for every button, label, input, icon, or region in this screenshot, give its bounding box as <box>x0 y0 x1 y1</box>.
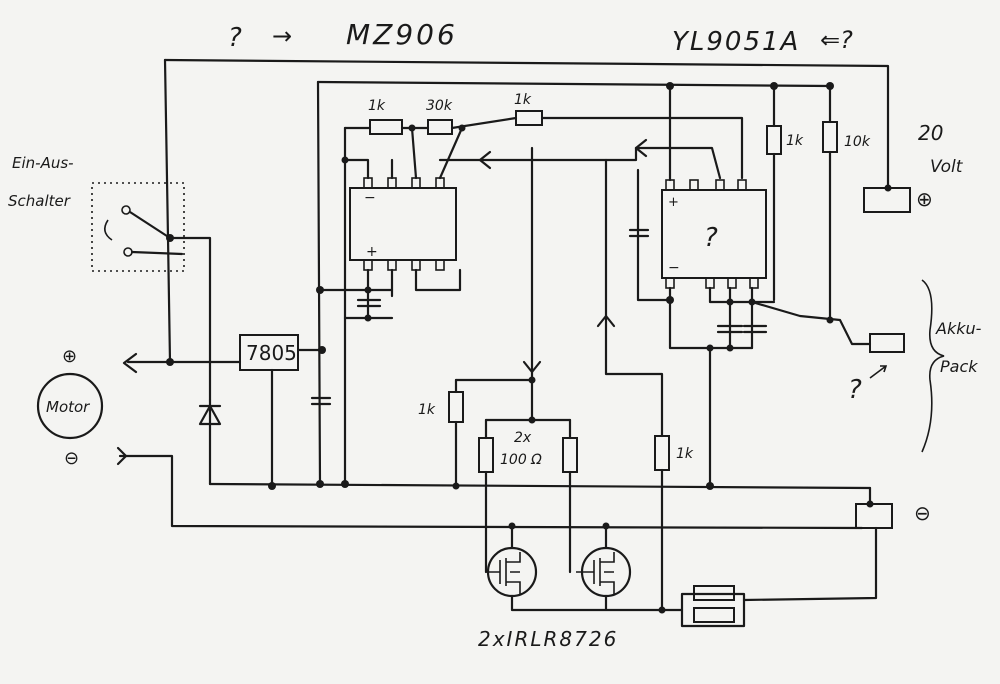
battery-plus-symbol: ⊕ <box>916 187 933 211</box>
akku-wire <box>750 300 872 346</box>
resistor-1k-e-label: 1k <box>676 446 694 462</box>
header-chip-left: MZ906 <box>346 18 458 51</box>
right-ic-question: ? <box>704 223 718 253</box>
feedback-wire <box>438 146 722 180</box>
akku-label-2: Pack <box>940 357 978 376</box>
motor-minus-wire <box>118 454 864 530</box>
left-ic-capacitor <box>356 298 382 308</box>
header-chip-right: YL9051A <box>672 27 800 57</box>
header-question-right: ⇐? <box>820 26 853 54</box>
switch-arrow-icon <box>104 219 113 241</box>
switch-contact-b <box>123 247 133 257</box>
resistor-1k-e <box>654 435 670 471</box>
resistor-1k-a <box>369 119 403 135</box>
resistor-100-a <box>478 437 494 473</box>
resistor-pair-label-2: 100 Ω <box>500 452 542 468</box>
switch-label-1: Ein-Aus- <box>12 154 74 172</box>
vcc-vertical-wire <box>316 80 322 486</box>
resistor-1k-d <box>448 391 464 423</box>
right-ic-cap-c <box>742 324 768 334</box>
akku-question: ? <box>848 375 862 405</box>
resistor-1k-a-label: 1k <box>368 98 386 114</box>
switch-down-wire <box>166 236 172 364</box>
ground-rail-wire <box>208 482 872 490</box>
akku-terminal <box>869 333 905 353</box>
mosfet-label: 2xIRLR8726 <box>478 627 618 651</box>
left-ic-minus: − <box>364 190 376 206</box>
feedback-arrow2-icon <box>634 138 648 158</box>
resistor-pair-label-1: 2x <box>514 430 532 446</box>
header-question-left: ? <box>228 23 242 53</box>
akku-brace <box>921 279 945 453</box>
switch-lever[interactable] <box>128 210 212 402</box>
motor-minus-arrow-icon <box>116 446 128 466</box>
resistor-100-b <box>562 437 578 473</box>
diode-symbol <box>198 404 222 426</box>
gate-down-arrow-icon <box>522 360 542 374</box>
feedback-arrow-icon <box>478 150 492 170</box>
akku-label-1: Akku- <box>935 319 982 338</box>
right-ic-capacitor <box>628 228 650 238</box>
volt-unit: Volt <box>930 157 964 177</box>
resistor-1k-b <box>515 110 543 126</box>
battery-minus-symbol: ⊖ <box>914 501 931 525</box>
resistor-1k-b-label: 1k <box>514 92 532 108</box>
resistor-30k <box>427 119 453 135</box>
resistor-30k-label: 30k <box>426 98 453 114</box>
battery-plus-terminal <box>863 187 911 213</box>
resistor-10k <box>822 121 838 153</box>
volt-number: 20 <box>918 121 943 145</box>
switch-label-2: Schalter <box>8 192 71 210</box>
motor-circle <box>36 372 104 440</box>
resistor-1k-c <box>766 125 782 155</box>
regulator-capacitor <box>310 396 332 406</box>
regulator-7805 <box>239 334 299 371</box>
resistor-10k-label: 10k <box>844 134 871 150</box>
switch-wire <box>163 58 170 240</box>
header-arrow: → <box>272 22 292 50</box>
regulator-label: 7805 <box>246 341 297 365</box>
motor-plus-symbol: ⊕ <box>62 346 77 367</box>
resistor-1k-d-label: 1k <box>418 402 436 418</box>
right-ic-minus: − <box>668 260 680 276</box>
motor-minus-symbol: ⊖ <box>64 448 79 469</box>
switch-contact-a <box>121 205 131 215</box>
motor-label: Motor <box>46 398 90 416</box>
switch-output-wire <box>130 250 184 256</box>
battery-minus-terminal <box>855 503 893 529</box>
resistor-1k-c-label: 1k <box>786 133 804 149</box>
right-ic-cap-b <box>716 324 744 334</box>
top-rail-wire <box>163 58 890 190</box>
drive-up-arrow-icon <box>596 314 616 328</box>
vcc-rail-wire <box>316 80 832 88</box>
shunt-resistor-b <box>693 607 735 623</box>
motor-plus-arrow-icon <box>122 352 138 374</box>
shunt-resistor-a <box>693 585 735 601</box>
left-ic-body <box>349 187 457 261</box>
left-ic-plus: + <box>366 244 378 260</box>
right-ic-plus: + <box>668 195 679 210</box>
akku-arrow-icon <box>869 365 888 379</box>
